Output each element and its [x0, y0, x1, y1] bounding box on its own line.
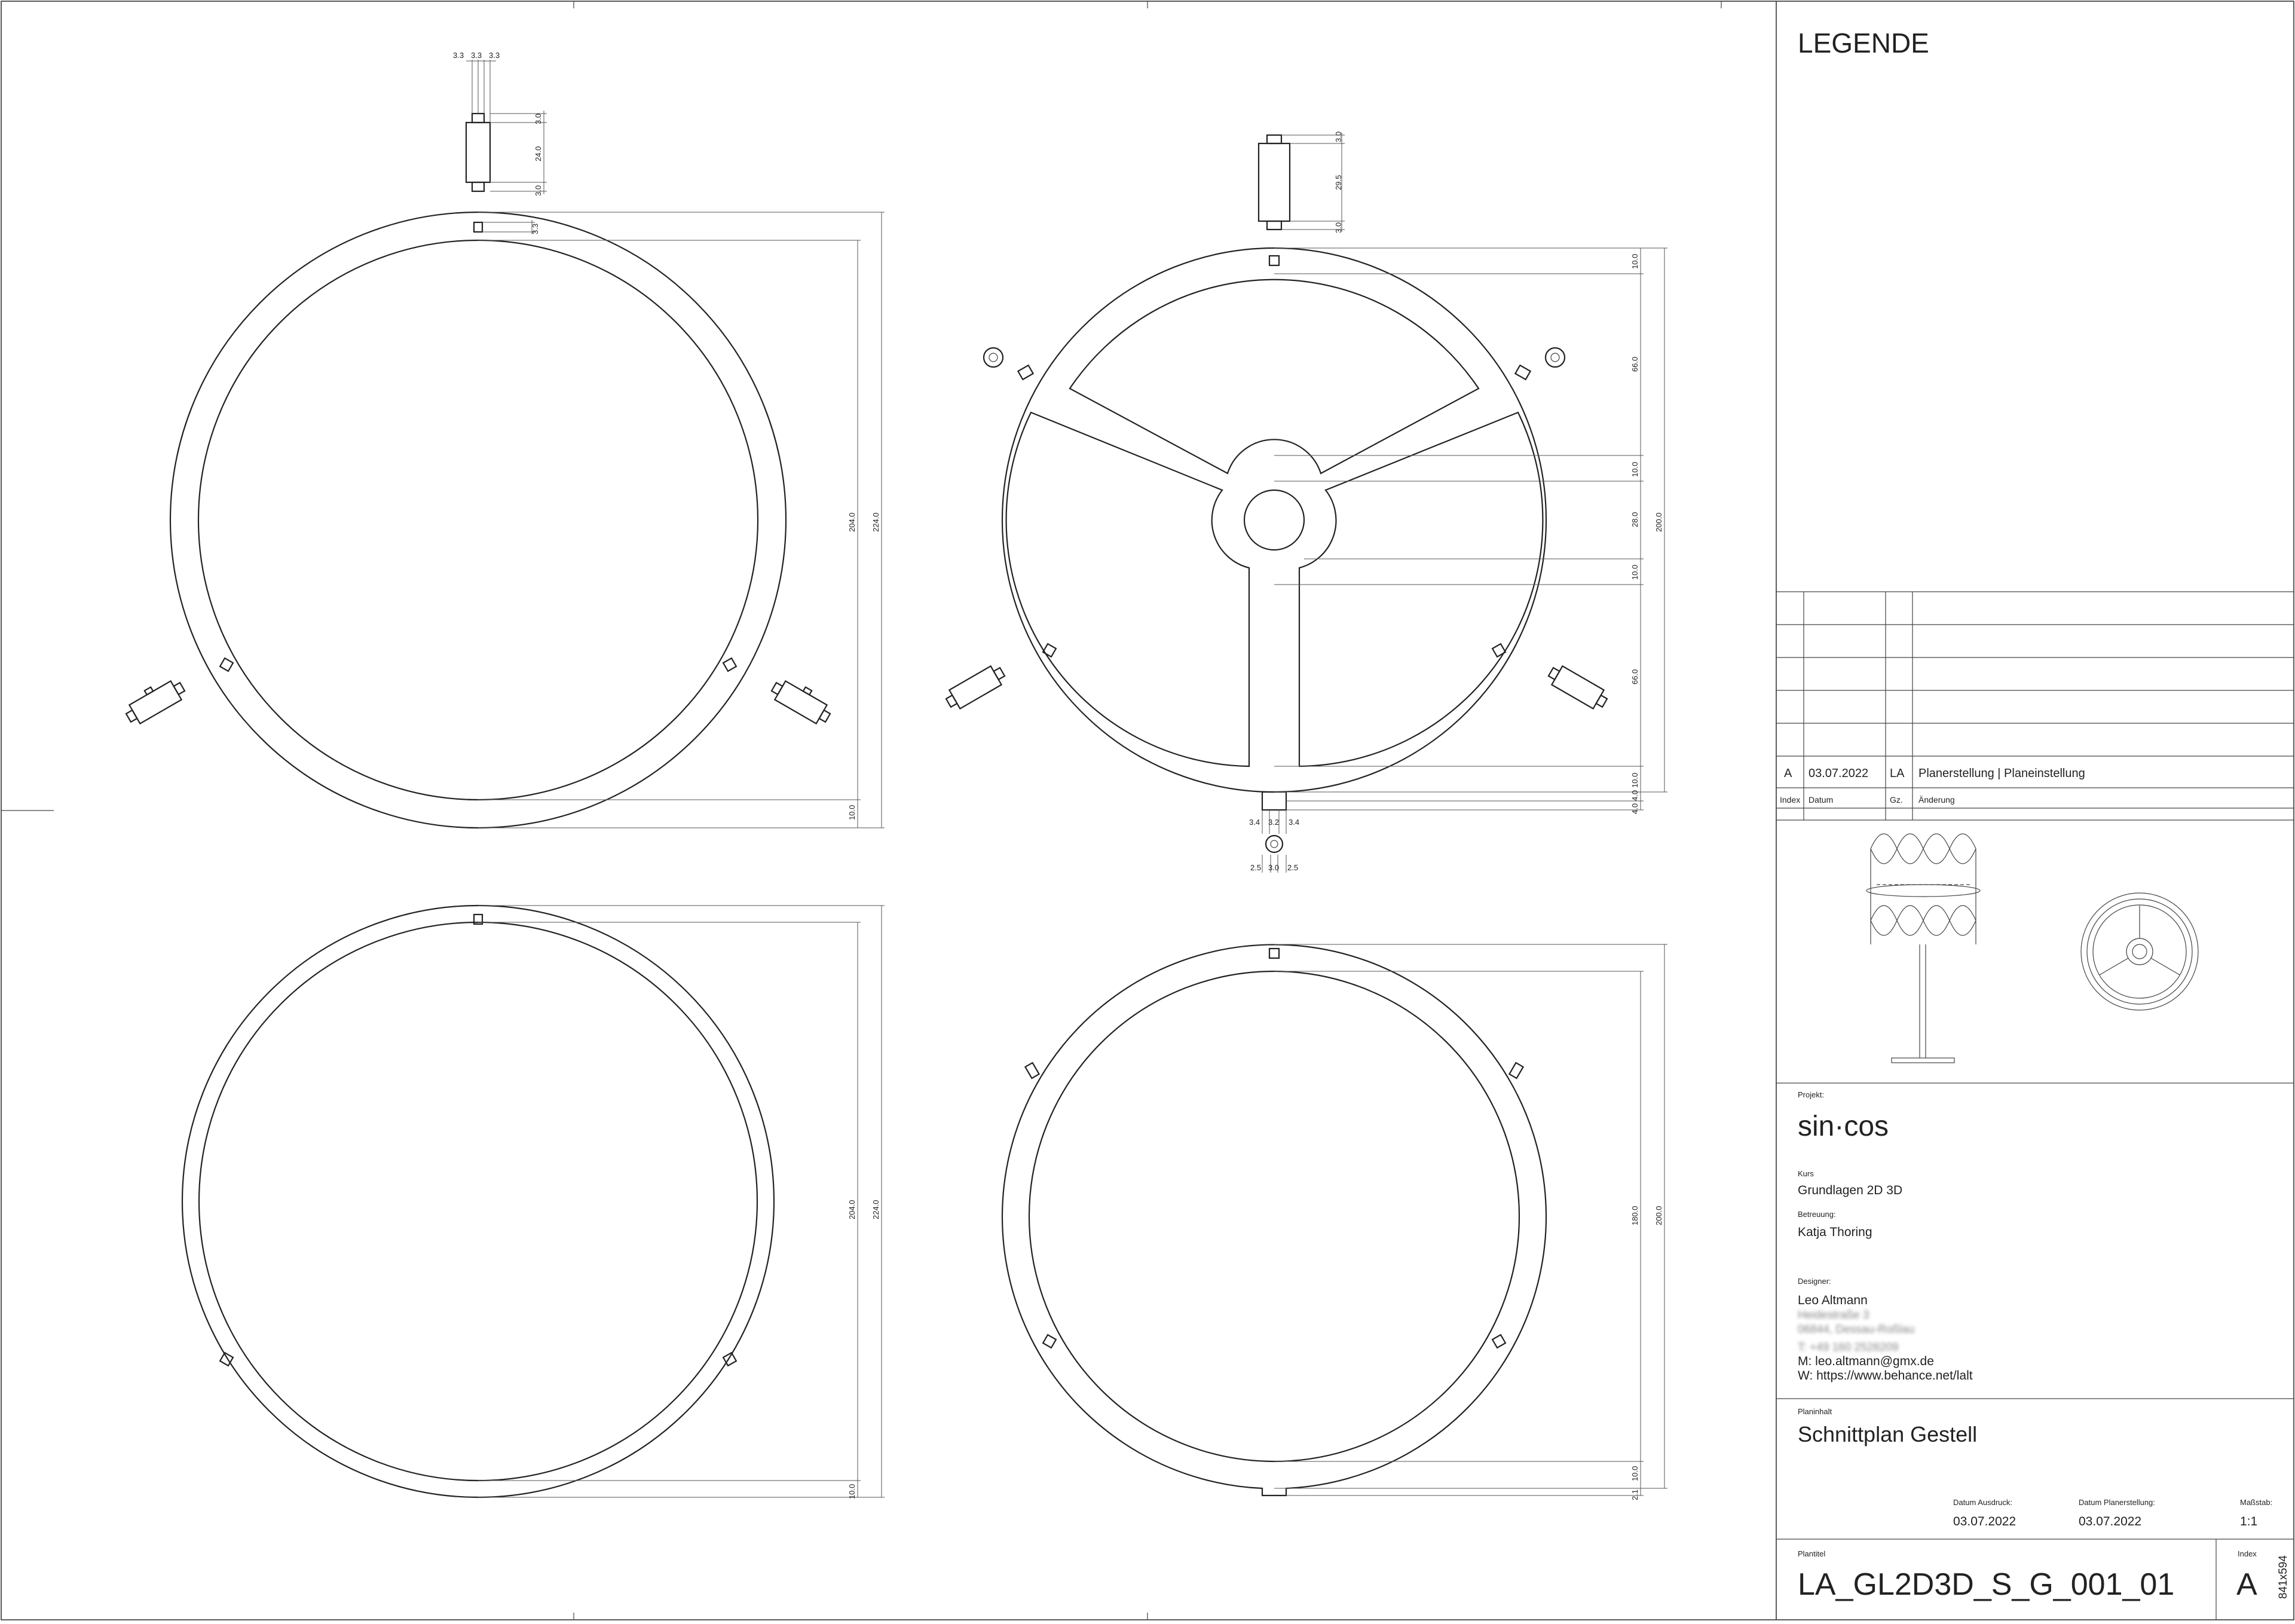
dim-tl-inner: 204.0	[847, 512, 856, 532]
rev-head-index: Index	[1780, 795, 1800, 805]
rev-change: Planerstellung | Planeinstellung	[1918, 767, 2085, 780]
created-label: Datum Planerstellung:	[2079, 1498, 2155, 1507]
dim-tr-stack-9: 4.0	[1630, 803, 1639, 814]
dim-br-outer: 200.0	[1654, 1206, 1663, 1225]
dim-tr-bot-bot-1: 2.5	[1250, 863, 1261, 872]
designer-label: Designer:	[1798, 1277, 1831, 1286]
dim-tl-tab-side-3: 3.0	[534, 185, 543, 196]
designer-web: W: https://www.behance.net/lalt	[1798, 1369, 1973, 1383]
plan-title-label: Plantitel	[1798, 1549, 1825, 1558]
rev-head-by: Gz.	[1890, 795, 1903, 805]
rev-by: LA	[1890, 767, 1905, 780]
dim-tr-stack-6: 66.0	[1630, 669, 1639, 684]
dim-tl-width: 10.0	[847, 805, 856, 820]
title-block: LEGENDE A 03.07.2022 LA Planerstellung |…	[1776, 1, 2294, 1620]
dim-tl-outer: 224.0	[871, 512, 880, 532]
zone-marks	[1, 1, 1722, 1620]
dim-tl-tab-top-1: 3.3	[453, 51, 464, 60]
plan-title: LA_GL2D3D_S_G_001_01	[1798, 1567, 2174, 1602]
print-date-label: Datum Ausdruck:	[1953, 1498, 2012, 1507]
dim-tr-bot-bot-2: 3.0	[1268, 863, 1279, 872]
dim-tr-stack-5: 10.0	[1630, 565, 1639, 580]
print-date: 03.07.2022	[1953, 1515, 2016, 1528]
dim-tr-bot-top-1: 3.4	[1249, 818, 1260, 827]
scale-label: Maßstab:	[2240, 1498, 2272, 1507]
dim-tr-stack-2: 66.0	[1630, 357, 1639, 372]
supervisor-label: Betreuung:	[1798, 1210, 1836, 1219]
dim-br-gap: 2.1	[1630, 1490, 1639, 1500]
dim-bl-outer: 224.0	[871, 1200, 880, 1219]
supervisor-name: Katja Thoring	[1798, 1225, 1872, 1239]
dim-tr-tab-3: 3.0	[1334, 222, 1343, 233]
dim-tl-tab-top-2: 3.3	[471, 51, 482, 60]
rev-date: 03.07.2022	[1809, 767, 1868, 780]
designer-address-2: 06844, Dessau-Roßlau	[1798, 1323, 1914, 1336]
dim-tr-stack-3: 10.0	[1630, 462, 1639, 477]
plan-content-label: Planinhalt	[1798, 1407, 1832, 1416]
course-label: Kurs	[1798, 1169, 1814, 1178]
rev-head-change: Änderung	[1918, 795, 1955, 805]
legend-title: LEGENDE	[1798, 27, 1929, 59]
scale-value: 1:1	[2240, 1515, 2257, 1528]
lamp-preview-top	[2080, 892, 2199, 1011]
rev-index: A	[1784, 767, 1792, 780]
plan-content: Schnittplan Gestell	[1798, 1422, 1977, 1446]
designer-phone: T: +49 160 2528209	[1798, 1341, 1899, 1354]
dim-tr-bot-bot-3: 2.5	[1287, 863, 1298, 872]
dim-tl-slot: 3.3	[531, 224, 540, 234]
dim-tr-bot-top-3: 3.4	[1289, 818, 1299, 827]
dim-tl-tab-side-1: 3.0	[534, 114, 543, 124]
created-date: 03.07.2022	[2079, 1515, 2141, 1528]
dim-tr-stack-4: 28.0	[1630, 512, 1639, 527]
designer-name: Leo Altmann	[1798, 1293, 1868, 1307]
part-ring-224-bottom: 204.0 224.0 10.0	[181, 904, 885, 1499]
dim-tr-total: 200.0	[1654, 512, 1663, 532]
revision-table	[1776, 591, 2294, 821]
dim-tr-tab-1: 3.0	[1334, 131, 1343, 142]
dim-tr-bot-top-2: 3.2	[1268, 818, 1279, 827]
plan-index-label: Index	[2238, 1549, 2257, 1558]
dim-br-width: 10.0	[1630, 1466, 1639, 1481]
dim-br-inner: 180.0	[1630, 1206, 1639, 1225]
dim-tr-stack-7: 10.0	[1630, 773, 1639, 788]
dim-tl-tab-side-2: 24.0	[534, 146, 543, 161]
designer-address-1: Heidestraße 3	[1798, 1309, 1869, 1322]
sheet-format: 841x594	[2277, 1555, 2290, 1599]
designer-email: M: leo.altmann@gmx.de	[1798, 1354, 1934, 1368]
plan-index: A	[2236, 1567, 2257, 1602]
dim-bl-width: 10.0	[847, 1484, 856, 1499]
lamp-preview-side	[1866, 833, 1981, 1063]
part-ring-224-top: 3.3 3.3 3.3 3.0 24.0 3.0 3.3 204.0 224.0…	[125, 51, 885, 829]
dim-tl-tab-top-3: 3.3	[489, 51, 500, 60]
dim-tr-stack-8: 4.0	[1630, 790, 1639, 801]
part-ring-200: 180.0 200.0 10.0 2.1	[1001, 944, 1667, 1500]
project-label: Projekt:	[1798, 1090, 1824, 1099]
dim-tr-stack-1: 10.0	[1630, 254, 1639, 269]
rev-head-date: Datum	[1809, 795, 1833, 805]
part-spoked-ring: 3.0 29.5 3.0 10.0 66.0 10.0 28.0 10.0 66…	[945, 131, 1667, 873]
dim-bl-inner: 204.0	[847, 1200, 856, 1219]
course-name: Grundlagen 2D 3D	[1798, 1183, 1902, 1197]
project-name: sin·cos	[1798, 1111, 1889, 1142]
dim-tr-tab-2: 29.5	[1334, 175, 1343, 190]
